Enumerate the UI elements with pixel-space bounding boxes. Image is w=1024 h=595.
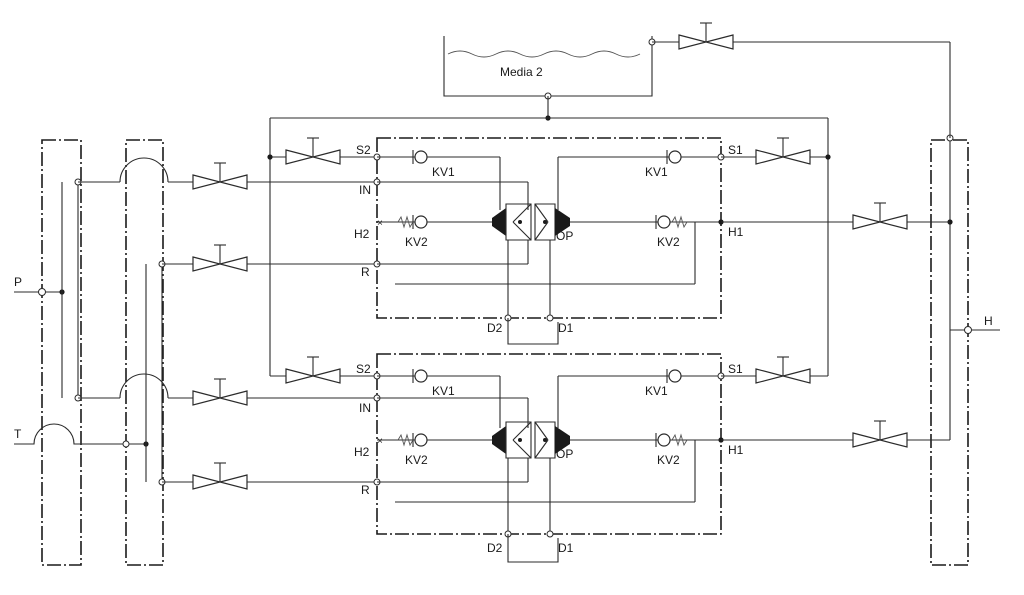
unit-1-d2-label: D2 bbox=[487, 321, 503, 335]
unit-2-kv1-right-label: KV1 bbox=[645, 384, 668, 398]
unit-1-in-valve[interactable] bbox=[192, 162, 248, 190]
valve-unit-1: S2 KV1 IN × H2 KV2 OP K bbox=[78, 137, 950, 345]
tank: Media 2 bbox=[443, 36, 656, 100]
unit-2-r-label: R bbox=[361, 483, 370, 497]
unit-2-op-shuttle bbox=[492, 421, 570, 459]
unit-1-s2-label: S2 bbox=[356, 143, 371, 157]
unit-1-op-label: OP bbox=[556, 229, 573, 243]
unit-1-kv2-left-icon bbox=[412, 214, 428, 230]
svg-text:×: × bbox=[377, 218, 383, 229]
unit-1-kv2-right-icon bbox=[655, 214, 671, 230]
port-h: H bbox=[950, 314, 1000, 334]
manifold-bar-t bbox=[125, 139, 164, 566]
port-p-label: P bbox=[14, 275, 22, 289]
unit-2-s2-valve[interactable] bbox=[285, 356, 341, 384]
port-h-label: H bbox=[984, 314, 993, 328]
unit-1-kv1-right-label: KV1 bbox=[645, 165, 668, 179]
unit-2-h2-label: H2 bbox=[354, 445, 370, 459]
unit-1-h2-label: H2 bbox=[354, 227, 370, 241]
unit-1-kv1-left-label: KV1 bbox=[432, 165, 455, 179]
unit-1-op-shuttle bbox=[492, 203, 570, 241]
unit-1-r-label: R bbox=[361, 265, 370, 279]
unit-2-r-valve[interactable] bbox=[192, 462, 248, 490]
unit-1-kv2-left-label: KV2 bbox=[405, 235, 428, 249]
unit-1-housing bbox=[376, 137, 722, 319]
unit-2-kv1-right-icon bbox=[666, 368, 682, 384]
unit-1-d1-label: D1 bbox=[558, 321, 574, 335]
unit-1-s2-valve[interactable] bbox=[285, 137, 341, 165]
port-p: P bbox=[14, 275, 65, 296]
valve-unit-2: S2 KV1 IN × H2 KV2 OP KV2 bbox=[78, 353, 950, 563]
unit-2-kv1-left-label: KV1 bbox=[432, 384, 455, 398]
unit-2-s1-valve[interactable] bbox=[755, 356, 811, 384]
unit-2-in-label: IN bbox=[359, 401, 371, 415]
unit-2-kv2-right-icon bbox=[655, 432, 671, 448]
unit-1-h1-valve[interactable] bbox=[852, 202, 908, 230]
tank-label: Media 2 bbox=[500, 65, 543, 79]
svg-text:×: × bbox=[377, 436, 383, 447]
manifold-bar-p bbox=[41, 139, 82, 566]
unit-1-kv1-left-icon bbox=[412, 149, 428, 165]
unit-2-d2-label: D2 bbox=[487, 541, 503, 555]
unit-2-kv2-left-label: KV2 bbox=[405, 453, 428, 467]
unit-1-kv1-right-icon bbox=[666, 149, 682, 165]
unit-2-housing bbox=[376, 353, 722, 535]
unit-2-kv2-left-icon bbox=[412, 432, 428, 448]
unit-2-op-label: OP bbox=[556, 447, 573, 461]
unit-2-s2-label: S2 bbox=[356, 362, 371, 376]
unit-2-h1-valve[interactable] bbox=[852, 420, 908, 448]
port-t: T bbox=[14, 423, 149, 448]
unit-1-kv2-right-label: KV2 bbox=[657, 235, 680, 249]
unit-1-s1-valve[interactable] bbox=[755, 137, 811, 165]
unit-2-d1-label: D1 bbox=[558, 541, 574, 555]
unit-2-kv2-right-label: KV2 bbox=[657, 453, 680, 467]
unit-2-h1-label: H1 bbox=[728, 443, 744, 457]
unit-1-h1-label: H1 bbox=[728, 225, 744, 239]
unit-1-r-valve[interactable] bbox=[192, 244, 248, 272]
unit-2-in-valve[interactable] bbox=[192, 378, 248, 406]
tank-return-valve[interactable] bbox=[678, 22, 734, 50]
unit-1-in-label: IN bbox=[359, 183, 371, 197]
port-t-label: T bbox=[14, 427, 22, 441]
unit-2-kv1-left-icon bbox=[412, 368, 428, 384]
unit-2-s1-label: S1 bbox=[728, 362, 743, 376]
unit-1-s1-label: S1 bbox=[728, 143, 743, 157]
